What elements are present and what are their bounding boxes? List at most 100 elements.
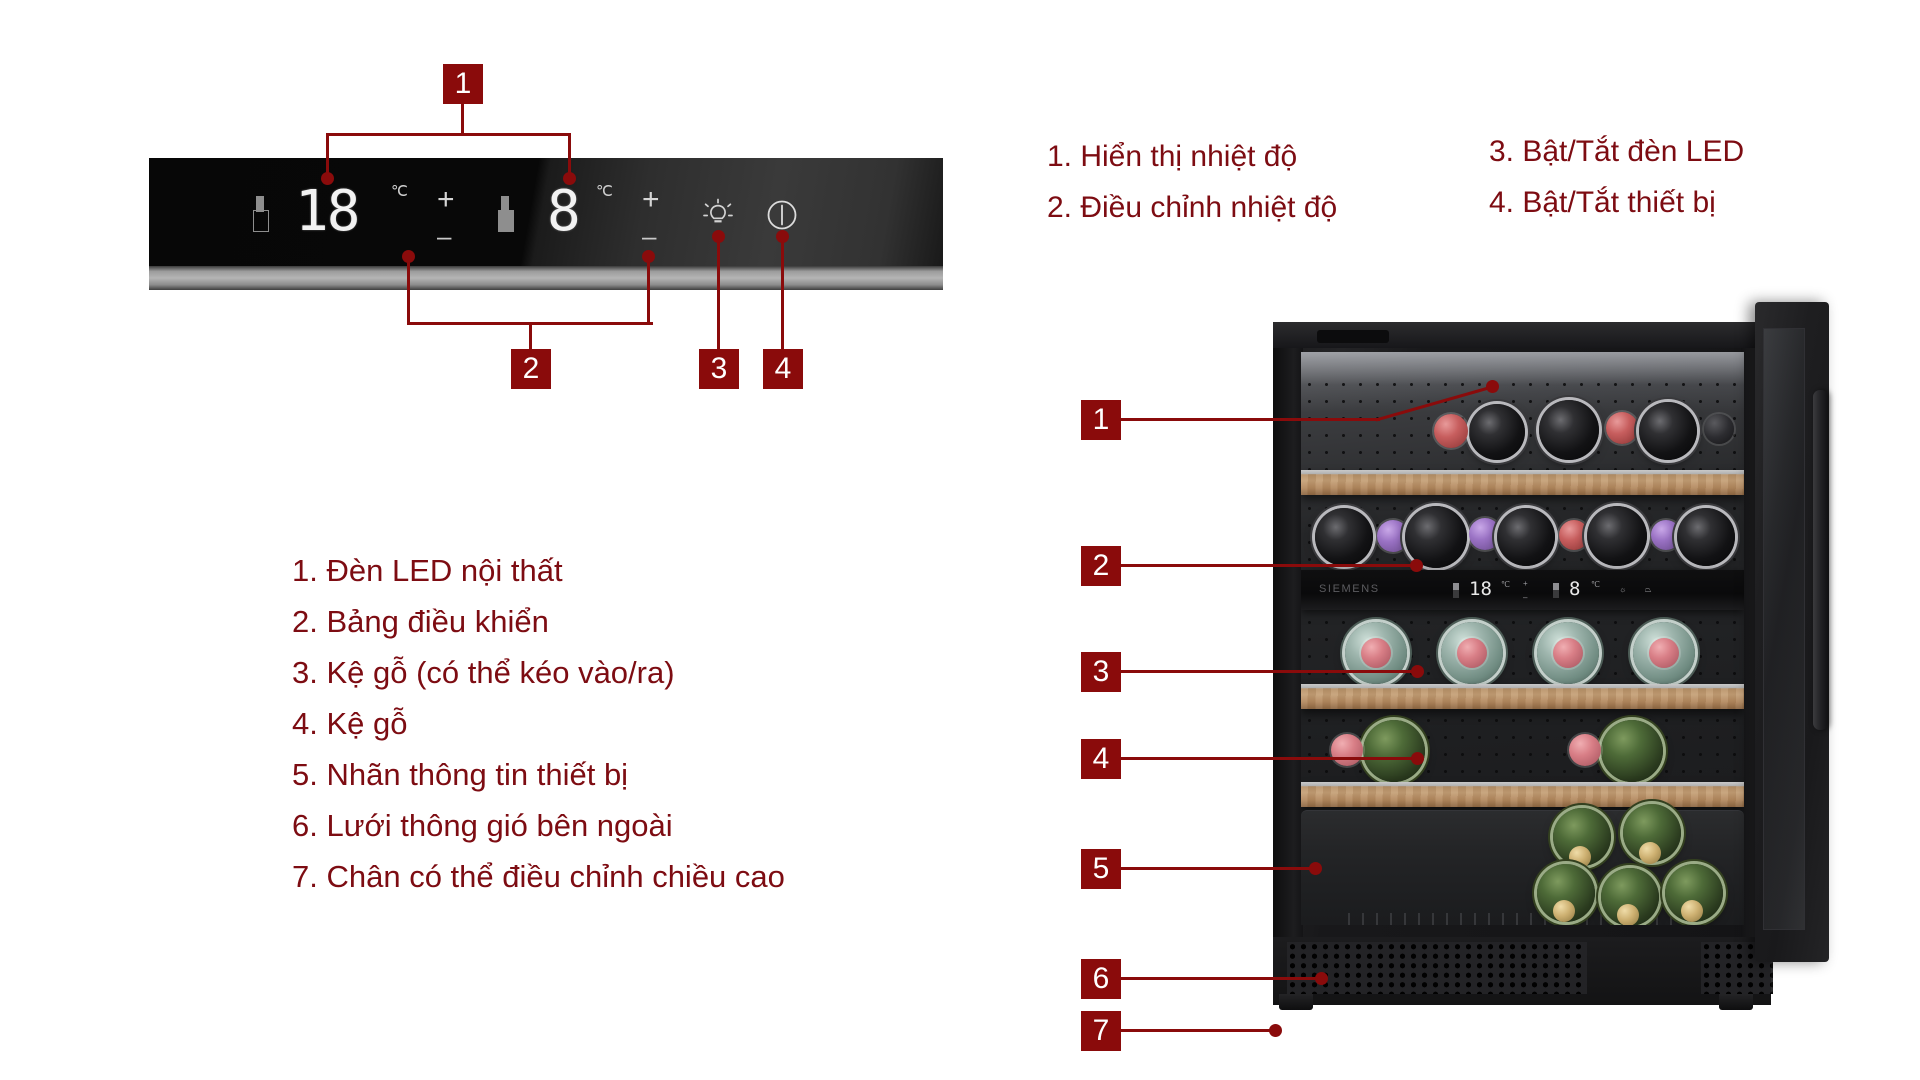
- bottle-cap: [1469, 518, 1501, 550]
- bottle-end: [1405, 506, 1467, 568]
- appliance-legend-item: 5. Nhãn thông tin thiết bị: [292, 757, 629, 792]
- bottle-cap: [1553, 900, 1575, 922]
- panel-callout-2-left-dot: [402, 250, 415, 263]
- left-temperature-value: 18: [295, 179, 360, 244]
- panel-legend-item: 2. Điều chỉnh nhiệt độ: [1047, 191, 1338, 224]
- appliance-legend-item: 6. Lưới thông gió bên ngoài: [292, 808, 673, 843]
- wooden-shelf: [1301, 782, 1744, 807]
- right-zone-bottle-icon: [498, 196, 514, 232]
- bottle-cap: [1639, 842, 1661, 864]
- appliance-legend: 1. Đèn LED nội thất 2. Bảng điều khiển 3…: [292, 545, 785, 902]
- ventilation-grille: [1287, 942, 1587, 994]
- interior-left-temperature: 18: [1469, 578, 1492, 600]
- panel-callout-3: 3: [699, 349, 739, 389]
- panel-legend-column-2: 3. Bật/Tắt đèn LED 4. Bật/Tắt thiết bị: [1489, 126, 1744, 228]
- light-button[interactable]: [701, 198, 735, 237]
- interior-power-button[interactable]: ⏢: [1645, 585, 1652, 594]
- left-zone-bottle-icon: [253, 196, 269, 232]
- panel-callout-1-right-dot: [563, 172, 576, 185]
- interior-control-panel[interactable]: SIEMENS 18 ℃ + – 8 ℃ ☼ ⏢: [1301, 570, 1744, 610]
- bottle-cap: [1361, 638, 1391, 668]
- door-handle[interactable]: [1813, 390, 1828, 730]
- cabinet-top-vent: [1317, 330, 1389, 343]
- right-minus-button[interactable]: –: [642, 221, 657, 251]
- panel-callout-1-left-drop: [326, 133, 329, 178]
- interior-right-unit: ℃: [1591, 580, 1600, 589]
- appliance-callout-4-dot: [1411, 752, 1424, 765]
- appliance-callout-4: 4: [1081, 739, 1121, 779]
- appliance-callout-4-line: [1121, 757, 1417, 760]
- appliance-callout-1-dot: [1486, 380, 1499, 393]
- appliance-callout-5-dot: [1309, 862, 1322, 875]
- appliance-legend-item: 1. Đèn LED nội thất: [292, 553, 563, 588]
- panel-callout-1-right-drop: [568, 133, 571, 178]
- right-plus-button[interactable]: +: [642, 183, 660, 216]
- appliance-callout-6-line: [1121, 977, 1321, 980]
- wooden-shelf: [1301, 470, 1744, 495]
- wooden-shelf-pull-out[interactable]: [1301, 684, 1744, 709]
- bottle-cap: [1559, 520, 1589, 550]
- appliance-callout-2: 2: [1081, 546, 1121, 586]
- control-panel-trim: [149, 266, 943, 290]
- bottle-end: [1639, 402, 1697, 460]
- cabinet-left-edge: [1273, 322, 1303, 937]
- left-temperature-unit: ℃: [391, 183, 408, 200]
- bottle-cap: [1569, 846, 1591, 868]
- appliance-legend-item: 3. Kệ gỗ (có thể kéo vào/ra): [292, 655, 675, 690]
- adjustable-foot-left: [1279, 994, 1313, 1010]
- panel-callout-2-right-drop: [647, 256, 650, 324]
- bottle-cap: [1649, 638, 1679, 668]
- bottle-cap: [1377, 520, 1409, 552]
- appliance-callout-7-dot: [1269, 1024, 1282, 1037]
- cabinet-interior: SIEMENS 18 ℃ + – 8 ℃ ☼ ⏢: [1301, 352, 1744, 925]
- left-plus-button[interactable]: +: [437, 183, 455, 216]
- panel-callout-4: 4: [763, 349, 803, 389]
- appliance-callout-1: 1: [1081, 400, 1121, 440]
- bottle-cap: [1434, 414, 1468, 448]
- bottle-cap: [1651, 520, 1681, 550]
- power-button[interactable]: [765, 198, 799, 237]
- appliance-callout-5-line: [1121, 867, 1315, 870]
- interior-left-plus[interactable]: +: [1523, 579, 1528, 588]
- panel-callout-1-stem: [461, 104, 464, 136]
- panel-callout-2: 2: [511, 349, 551, 389]
- panel-callout-2-stem: [529, 322, 532, 352]
- control-panel-photo: 18 ℃ + – 8 ℃ + –: [149, 158, 943, 290]
- panel-legend-column-1: 1. Hiển thị nhiệt độ 2. Điều chỉnh nhiệt…: [1047, 131, 1337, 233]
- appliance-callout-6-dot: [1315, 972, 1328, 985]
- appliance-callout-7-line: [1121, 1029, 1275, 1032]
- right-temperature-unit: ℃: [596, 183, 613, 200]
- bottle-cap: [1553, 638, 1583, 668]
- appliance-callout-1-line: [1121, 418, 1380, 421]
- panel-legend-item: 4. Bật/Tắt thiết bị: [1489, 186, 1716, 219]
- panel-callout-4-dot: [776, 230, 789, 243]
- interior-left-minus[interactable]: –: [1523, 593, 1528, 602]
- glass-door[interactable]: [1755, 302, 1829, 962]
- appliance-legend-item: 4. Kệ gỗ: [292, 706, 408, 741]
- interior-light-button[interactable]: ☼: [1619, 585, 1627, 594]
- appliance-callout-3-dot: [1411, 665, 1424, 678]
- bottle-cap: [1457, 638, 1487, 668]
- bottle-end: [1497, 508, 1555, 566]
- appliance-callout-2-line: [1121, 564, 1416, 567]
- bottle-cap: [1617, 904, 1639, 925]
- left-minus-button[interactable]: –: [437, 221, 452, 251]
- appliance-legend-item: 7. Chân có thể điều chỉnh chiều cao: [292, 859, 785, 894]
- appliance-callout-2-dot: [1410, 559, 1423, 572]
- appliance-callout-5: 5: [1081, 849, 1121, 889]
- appliance-callout-6: 6: [1081, 959, 1121, 999]
- bottle-cap: [1331, 734, 1363, 766]
- panel-callout-1-crossbar: [326, 133, 571, 136]
- panel-callout-1: 1: [443, 64, 483, 104]
- panel-callout-3-stem: [717, 236, 720, 352]
- interior-bottle-icon: [1553, 583, 1559, 598]
- adjustable-foot-right: [1719, 994, 1753, 1010]
- bottle-end: [1363, 720, 1425, 782]
- panel-callout-2-right-dot: [642, 250, 655, 263]
- panel-callout-1-left-dot: [321, 172, 334, 185]
- wine-cooler-photo: SIEMENS 18 ℃ + – 8 ℃ ☼ ⏢: [1255, 302, 1850, 1042]
- power-icon: [767, 200, 797, 230]
- right-temperature-value: 8: [547, 179, 581, 244]
- panel-callout-2-left-drop: [407, 256, 410, 324]
